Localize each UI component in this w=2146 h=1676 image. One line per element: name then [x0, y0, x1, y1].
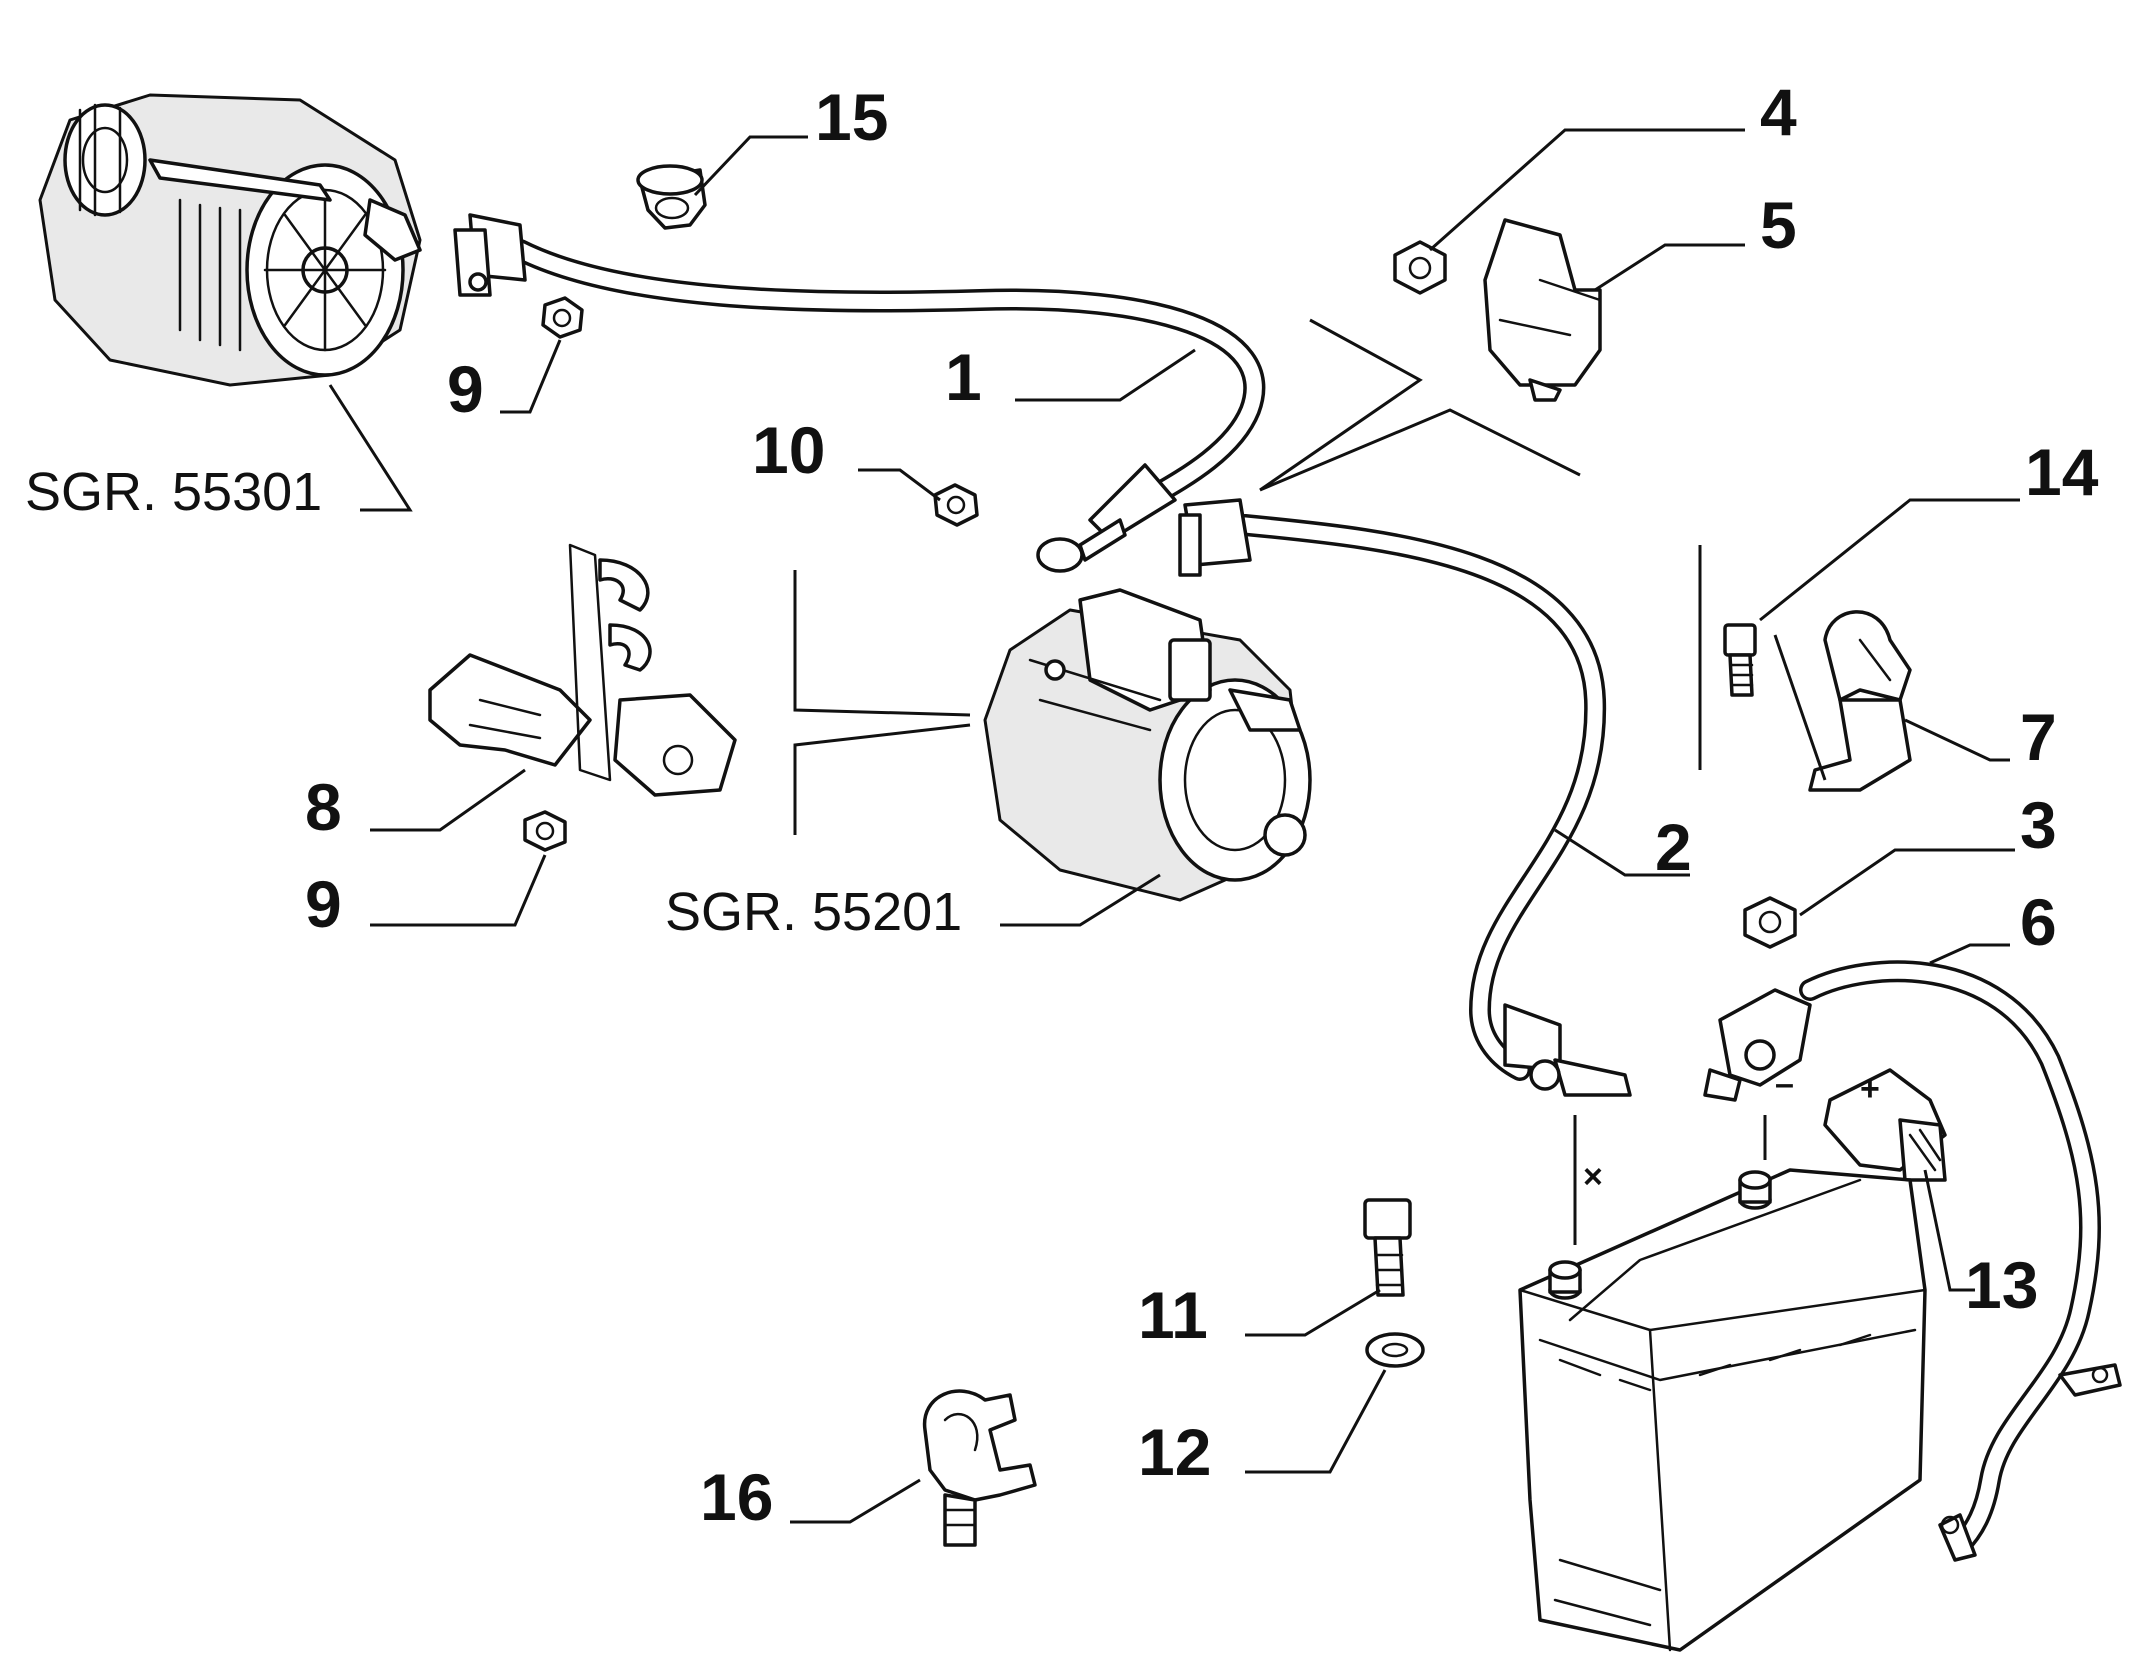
terminal-cover-5 — [1483, 218, 1602, 402]
callout-16: 16 — [700, 1460, 773, 1534]
callout-1: 1 — [945, 340, 982, 414]
junction-bracket-top — [1259, 318, 1423, 492]
alternator-reference-label: SGR. 55301 — [25, 462, 322, 522]
cable-6 — [1703, 960, 2122, 1562]
callout-10: 10 — [752, 413, 825, 487]
callout-7-leader — [1904, 718, 2010, 762]
callout-13-leader — [1923, 1169, 1975, 1292]
callout-7: 7 — [2020, 700, 2057, 774]
starter-motor — [983, 588, 1312, 902]
bracket-13: + — [1823, 1068, 1947, 1182]
washer-12 — [1365, 1332, 1425, 1368]
starter-reference-label: SGR. 55201 — [665, 882, 962, 942]
callout-4: 4 — [1760, 75, 1797, 149]
alternator — [38, 93, 422, 387]
bracket-13-plus-mark: + — [1860, 1070, 1880, 1108]
callout-3-leader — [1799, 848, 2015, 917]
positive-terminal-mark: × — [1583, 1158, 1603, 1196]
cable-2 — [1178, 498, 1632, 1097]
nut-9-upper — [541, 296, 584, 339]
callout-14: 14 — [2025, 435, 2099, 509]
starter-group-bracket — [793, 570, 971, 717]
bolt-14 — [1723, 623, 1757, 697]
callout-8-leader — [370, 768, 526, 832]
callout-2-leader — [1554, 828, 1690, 877]
callout-11-leader — [1245, 1288, 1381, 1337]
callout-15-leader — [693, 135, 808, 197]
connector-16 — [922, 1389, 1037, 1547]
nut-4 — [1393, 240, 1447, 295]
callout-3: 3 — [2020, 788, 2057, 862]
callout-9b-leader — [370, 854, 547, 927]
nut-10 — [933, 483, 979, 527]
callout-13: 13 — [1965, 1248, 2038, 1322]
callout-6: 6 — [2020, 885, 2057, 959]
callout-11: 11 — [1138, 1278, 1208, 1352]
callout-15: 15 — [815, 80, 888, 154]
nut-9-lower — [523, 810, 567, 852]
negative-terminal-mark: – — [1775, 1065, 1794, 1103]
callout-5: 5 — [1760, 188, 1797, 262]
clip-7 — [1808, 610, 1912, 792]
callout-8: 8 — [305, 770, 342, 844]
battery — [1518, 1168, 1927, 1652]
callout-16-leader — [790, 1478, 921, 1524]
callout-9a: 9 — [447, 352, 484, 426]
starter-group-bracket-lower — [793, 723, 971, 835]
callout-2: 2 — [1655, 810, 1692, 884]
callout-12: 12 — [1138, 1415, 1211, 1489]
callout-5-leader — [1594, 243, 1745, 292]
callout-12-leader — [1245, 1369, 1387, 1474]
callout-9b: 9 — [305, 867, 342, 941]
bracket-8 — [428, 543, 737, 797]
junction-bracket-right — [1259, 408, 1581, 492]
callout-9a-leader — [500, 339, 562, 414]
callout-1-leader — [1015, 348, 1196, 402]
callout-14-leader — [1759, 498, 2020, 622]
starter-leader — [1000, 873, 1161, 927]
callout-6-leader — [1929, 943, 2010, 965]
callout-10-leader — [858, 468, 941, 502]
grommet-15 — [636, 164, 707, 230]
nut-3 — [1743, 896, 1797, 949]
cable-1 — [453, 213, 1266, 573]
callout-4-leader — [1429, 128, 1745, 252]
callout-7-stay — [1773, 634, 1827, 781]
bolt-11 — [1363, 1198, 1412, 1297]
alternator-leader — [328, 384, 413, 512]
